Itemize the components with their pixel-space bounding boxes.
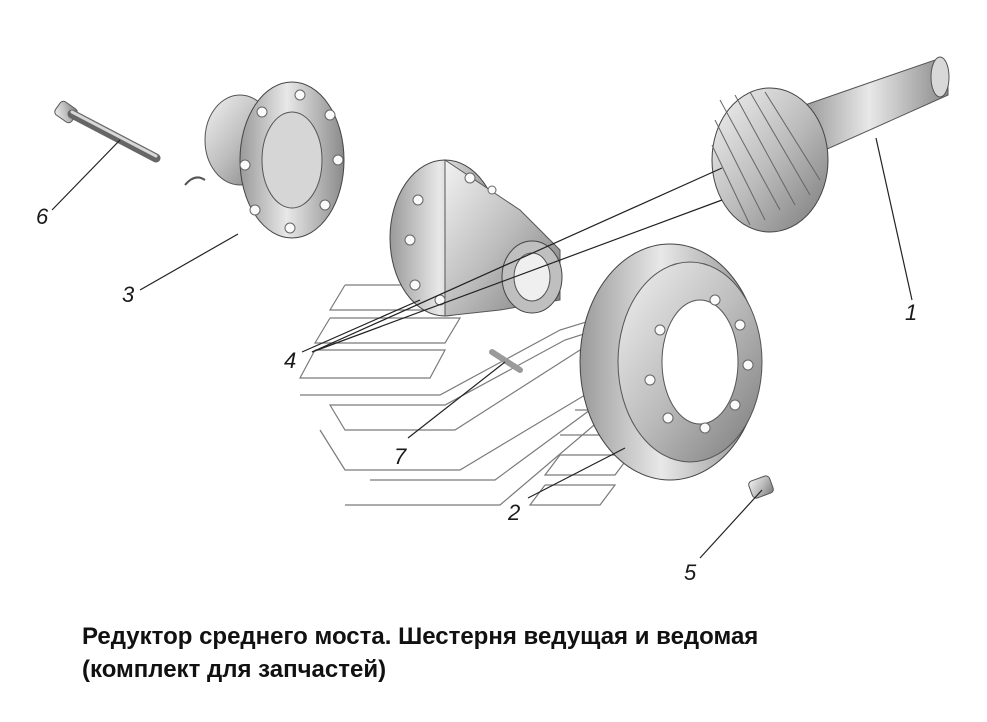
differential-housing-part-3 <box>184 81 345 239</box>
exploded-parts-drawing: 1 2 3 4 5 6 7 <box>36 56 950 585</box>
callout-5: 5 <box>684 560 697 585</box>
callout-1: 1 <box>905 300 917 325</box>
callout-2: 2 <box>507 500 520 525</box>
flange-shaft-part-4 <box>389 159 563 317</box>
drive-pinion-part-1 <box>711 56 950 233</box>
diagram-caption: Редуктор среднего моста. Шестерня ведуща… <box>82 620 962 686</box>
caption-line-2: (комплект для запчастей) <box>82 656 387 683</box>
background-arrow-pattern <box>298 284 701 506</box>
sleeve-part-5 <box>748 475 774 499</box>
callout-6: 6 <box>36 204 49 229</box>
ring-gear-part-2 <box>579 243 763 481</box>
leader-lines <box>51 137 913 559</box>
callout-3: 3 <box>122 282 135 307</box>
callout-7: 7 <box>394 444 407 469</box>
pin-part-7 <box>489 349 523 373</box>
bolt-part-6 <box>54 100 161 163</box>
caption-line-1: Редуктор среднего моста. Шестерня ведуща… <box>82 623 759 650</box>
callout-4: 4 <box>284 348 296 373</box>
